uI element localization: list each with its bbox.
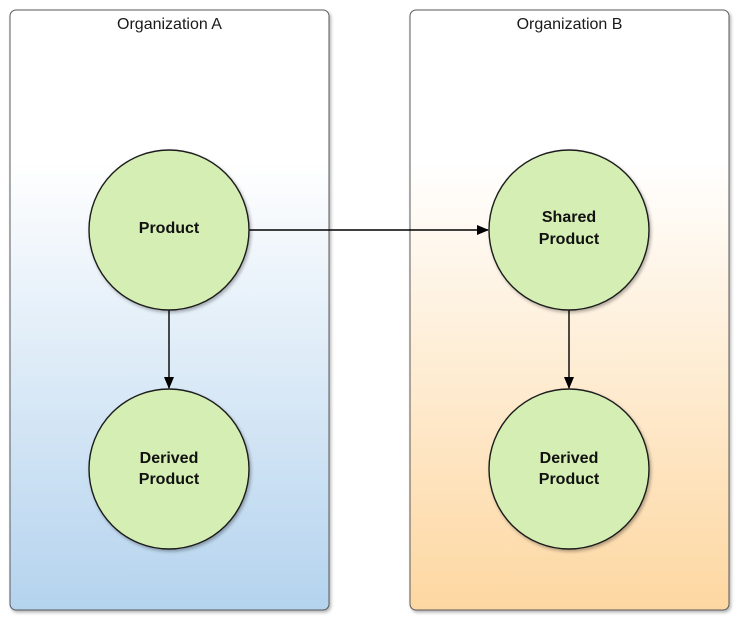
node-derived-product-a[interactable]: Derived Product bbox=[88, 388, 250, 550]
node-shared-product-line1: Shared bbox=[542, 209, 596, 226]
node-derived-product-b-line2: Product bbox=[539, 471, 600, 488]
node-derived-product-a-line2: Product bbox=[139, 471, 200, 488]
node-derived-product-b[interactable]: Derived Product bbox=[488, 388, 650, 550]
organization-b-title: Organization B bbox=[517, 16, 623, 33]
node-product[interactable]: Product bbox=[88, 149, 250, 311]
node-product-label: Product bbox=[139, 220, 200, 237]
node-derived-product-a-line1: Derived bbox=[140, 450, 199, 467]
organization-a-title: Organization A bbox=[117, 16, 222, 33]
edges bbox=[164, 225, 574, 389]
node-shared-product[interactable]: Shared Product bbox=[488, 149, 650, 311]
node-shared-product-line2: Product bbox=[539, 231, 600, 248]
node-derived-product-b-line1: Derived bbox=[540, 450, 599, 467]
